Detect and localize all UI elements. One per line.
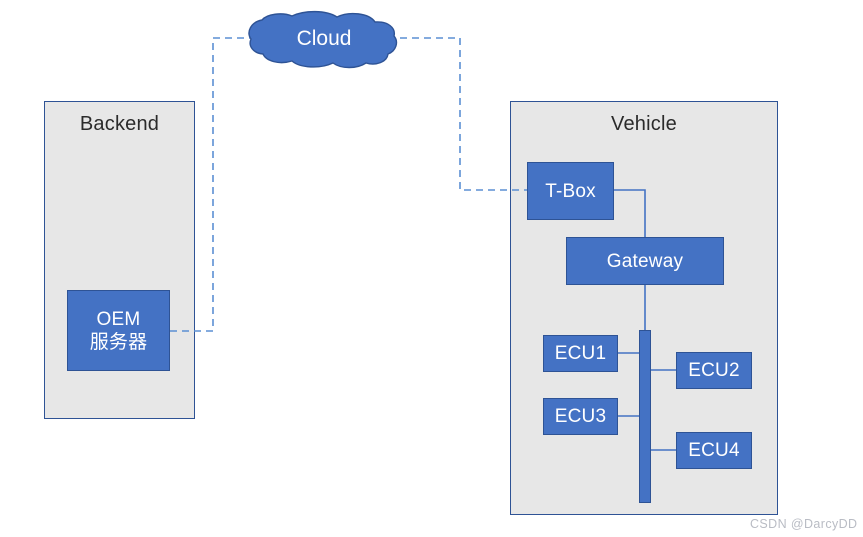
connector-tbox-to-gateway bbox=[614, 189, 646, 238]
cloud-shape[interactable] bbox=[248, 10, 398, 69]
node-ecu2-label: ECU2 bbox=[688, 360, 740, 381]
connector-cloud-to-tbox bbox=[388, 37, 528, 191]
cloud-label: Cloud bbox=[296, 27, 352, 50]
node-gateway-label: Gateway bbox=[606, 250, 684, 272]
vehicle-title: Vehicle bbox=[611, 113, 677, 135]
backend-container[interactable] bbox=[44, 101, 195, 419]
node-ecu4-label: ECU4 bbox=[688, 440, 740, 461]
node-ecu4[interactable]: ECU4 bbox=[676, 432, 752, 469]
node-oem-server[interactable]: OEM 服务器 bbox=[67, 290, 170, 371]
node-oem-server-line2: 服务器 bbox=[89, 331, 148, 353]
node-ecu3-label: ECU3 bbox=[554, 406, 607, 427]
node-oem-server-line1: OEM bbox=[96, 308, 141, 330]
watermark: CSDN @DarcyDD bbox=[750, 517, 858, 531]
node-ecu1-label: ECU1 bbox=[554, 343, 607, 364]
node-gateway[interactable]: Gateway bbox=[566, 237, 724, 285]
node-ecu1[interactable]: ECU1 bbox=[543, 335, 618, 372]
connector-oem-to-cloud bbox=[170, 37, 262, 332]
node-vehicle-bus[interactable] bbox=[639, 330, 651, 503]
node-ecu3[interactable]: ECU3 bbox=[543, 398, 618, 435]
node-t-box[interactable]: T-Box bbox=[527, 162, 614, 220]
node-t-box-label: T-Box bbox=[545, 180, 596, 202]
node-ecu2[interactable]: ECU2 bbox=[676, 352, 752, 389]
backend-title: Backend bbox=[79, 113, 160, 135]
